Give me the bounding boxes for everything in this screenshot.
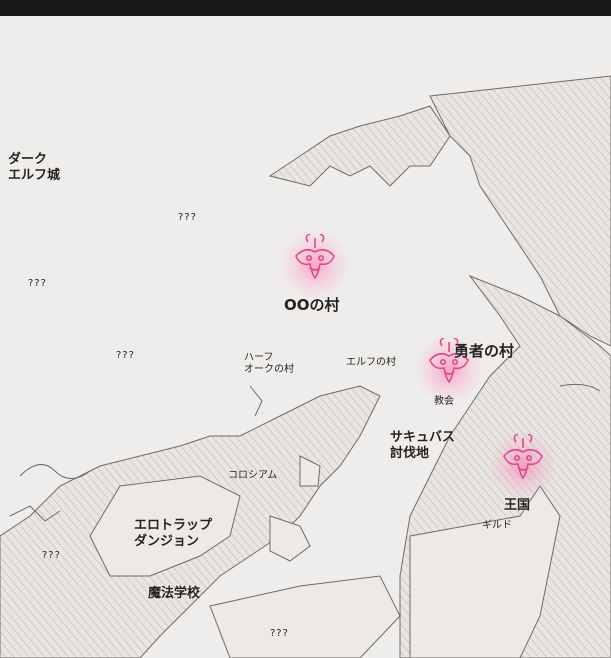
half-orc-village-label[interactable]: ハーフ オークの村 <box>244 352 294 375</box>
dark-elf-castle-label[interactable]: ダーク エルフ城 <box>8 152 61 183</box>
demon-crest-icon <box>429 338 469 384</box>
coast-detail <box>9 505 61 522</box>
church-label[interactable]: 教会 <box>434 396 454 407</box>
inland-plain <box>409 485 561 658</box>
unknown-location-label[interactable]: ??? <box>28 278 47 289</box>
erotrap-dungeon-label[interactable]: エロトラップ ダンジョン <box>134 518 213 549</box>
coast-detail <box>249 385 263 417</box>
kingdom-marker[interactable] <box>488 430 558 500</box>
hero-village-label[interactable]: 勇者の村 <box>454 342 515 360</box>
unknown-location-label[interactable]: ??? <box>270 628 289 639</box>
village-oo-marker[interactable] <box>280 230 350 300</box>
guild-label[interactable]: ギルド <box>482 520 512 531</box>
unknown-location-label[interactable]: ??? <box>116 350 135 361</box>
map-terrain <box>0 75 611 658</box>
elf-village-label[interactable]: エルフの村 <box>346 357 396 368</box>
demon-crest-icon <box>295 234 335 280</box>
magic-school-label[interactable]: 魔法学校 <box>148 586 201 601</box>
coast-detail <box>559 383 601 392</box>
demon-crest-icon <box>503 434 543 480</box>
kingdom-label[interactable]: 王国 <box>504 498 531 513</box>
northeast-land <box>429 75 611 347</box>
succubus-hunting-ground-label[interactable]: サキュバス 討伐地 <box>390 430 456 461</box>
coast-detail <box>19 464 91 479</box>
world-map: ダーク エルフ城 ??? ??? ??? ??? ??? OOの村 ハーフ オー… <box>0 16 611 658</box>
south-plain <box>209 575 401 658</box>
hero-village-marker[interactable] <box>414 334 484 404</box>
colosseum-label[interactable]: コロシアム <box>228 470 278 481</box>
islet <box>269 515 311 562</box>
north-coast <box>268 105 451 187</box>
lowland <box>89 475 241 577</box>
village-oo-label[interactable]: OOの村 <box>284 296 340 314</box>
unknown-location-label[interactable]: ??? <box>178 212 197 223</box>
unknown-location-label[interactable]: ??? <box>42 550 61 561</box>
islet <box>299 455 321 487</box>
